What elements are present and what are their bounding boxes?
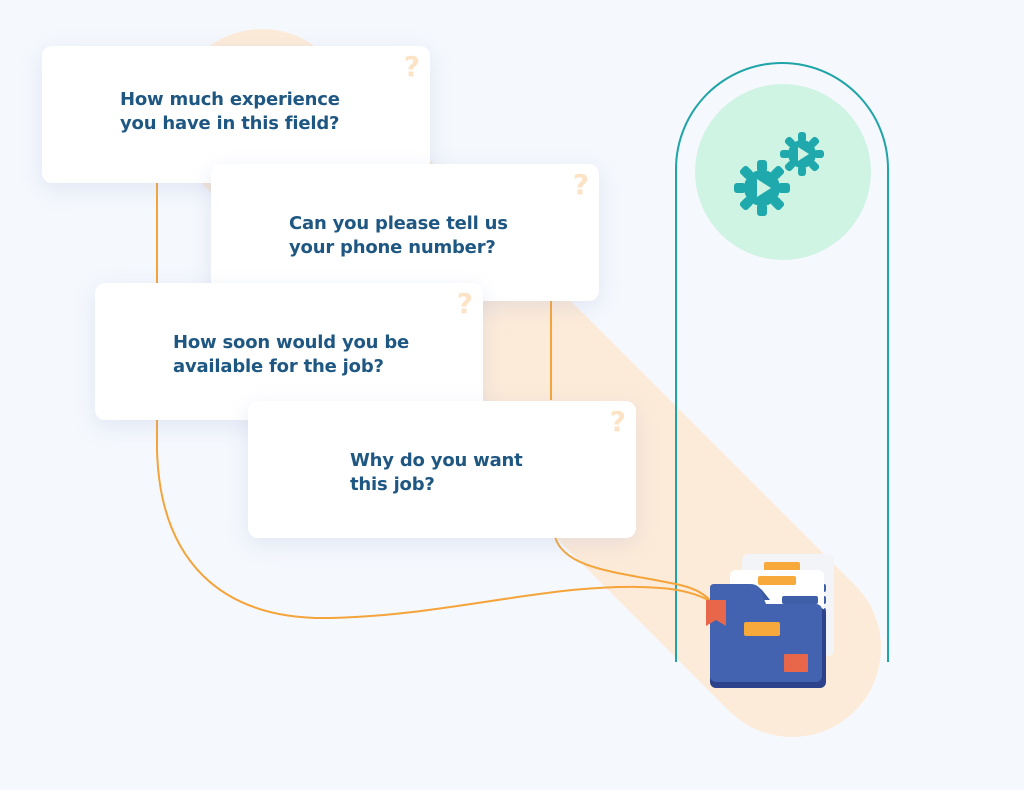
question-mark-icon: ? (456, 287, 473, 320)
question-mark-icon: ? (403, 50, 420, 83)
question-card[interactable]: ? How soon would you be available for th… (95, 283, 483, 420)
question-mark-icon: ? (572, 168, 589, 201)
automation-track (675, 62, 889, 662)
question-mark-icon: ? (609, 405, 626, 438)
gears-play-icon (734, 132, 824, 216)
question-card[interactable]: ? Why do you want this job? (248, 401, 636, 538)
question-card[interactable]: ? Can you please tell us your phone numb… (211, 164, 599, 301)
question-card[interactable]: ? How much experience you have in this f… (42, 46, 430, 183)
question-text: Why do you want this job? (350, 450, 523, 495)
question-text: How much experience you have in this fie… (120, 89, 340, 134)
question-text: Can you please tell us your phone number… (289, 213, 508, 258)
folder-documents-icon (706, 554, 834, 688)
question-text: How soon would you be available for the … (173, 332, 410, 377)
